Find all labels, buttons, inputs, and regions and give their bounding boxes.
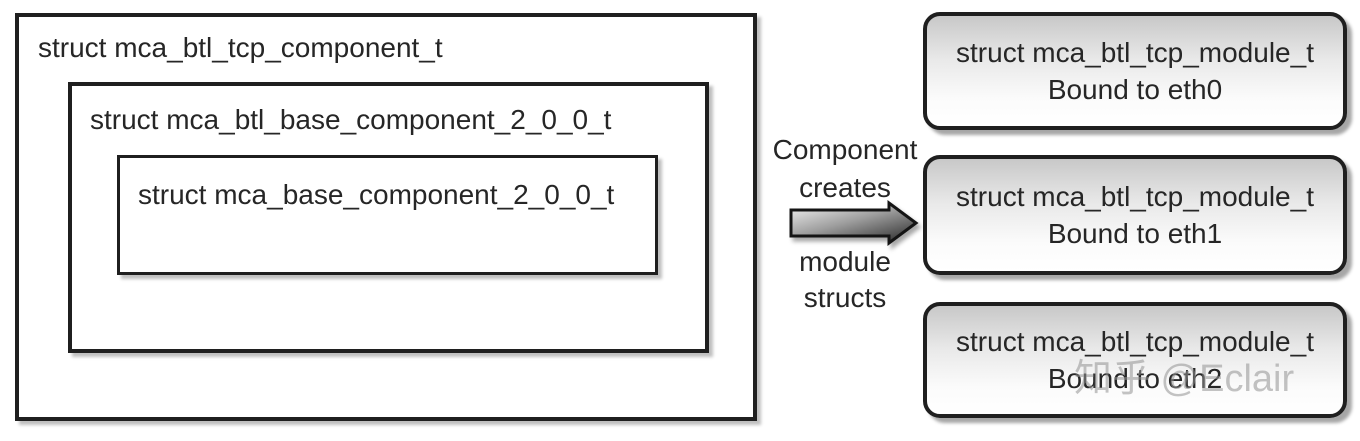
btl-base-component-struct-label: struct mca_btl_base_component_2_0_0_t <box>90 104 612 135</box>
module-box-subtitle: Bound to eth1 <box>1047 218 1223 249</box>
arrow-caption-top-line-2: creates <box>799 172 891 203</box>
arrow-caption-bottom-line-1: module <box>799 246 891 277</box>
module-box-eth0: struct mca_btl_tcp_module_t Bound to eth… <box>923 12 1347 130</box>
arrow-caption-bottom-line-2: structs <box>803 282 887 313</box>
module-box-title: struct mca_btl_tcp_module_t <box>956 181 1314 212</box>
mca-base-component-struct-box: struct mca_base_component_2_0_0_t <box>117 155 658 275</box>
module-box-title: struct mca_btl_tcp_module_t <box>956 326 1314 357</box>
module-box-subtitle: Bound to eth0 <box>1047 74 1223 105</box>
tcp-component-struct-box: struct mca_btl_tcp_component_t struct mc… <box>15 13 757 421</box>
watermark: 知乎 @Eclair <box>1074 358 1295 400</box>
module-box-subtitle: Bound to eth2 <box>1047 363 1223 394</box>
tcp-component-struct-label: struct mca_btl_tcp_component_t <box>38 32 443 63</box>
btl-base-component-struct-box: struct mca_btl_base_component_2_0_0_t st… <box>68 82 709 353</box>
module-box-eth2: struct mca_btl_tcp_module_t Bound to eth… <box>923 302 1347 418</box>
arrow-caption-top-line-1: Component <box>772 134 918 165</box>
arrow-caption-top: Component creates <box>760 131 930 207</box>
module-box-eth1: struct mca_btl_tcp_module_t Bound to eth… <box>923 155 1347 275</box>
mca-base-component-struct-label: struct mca_base_component_2_0_0_t <box>138 179 615 210</box>
right-arrow-icon <box>789 200 919 246</box>
module-box-title: struct mca_btl_tcp_module_t <box>956 37 1314 68</box>
arrow-caption-bottom: module structs <box>760 244 930 316</box>
